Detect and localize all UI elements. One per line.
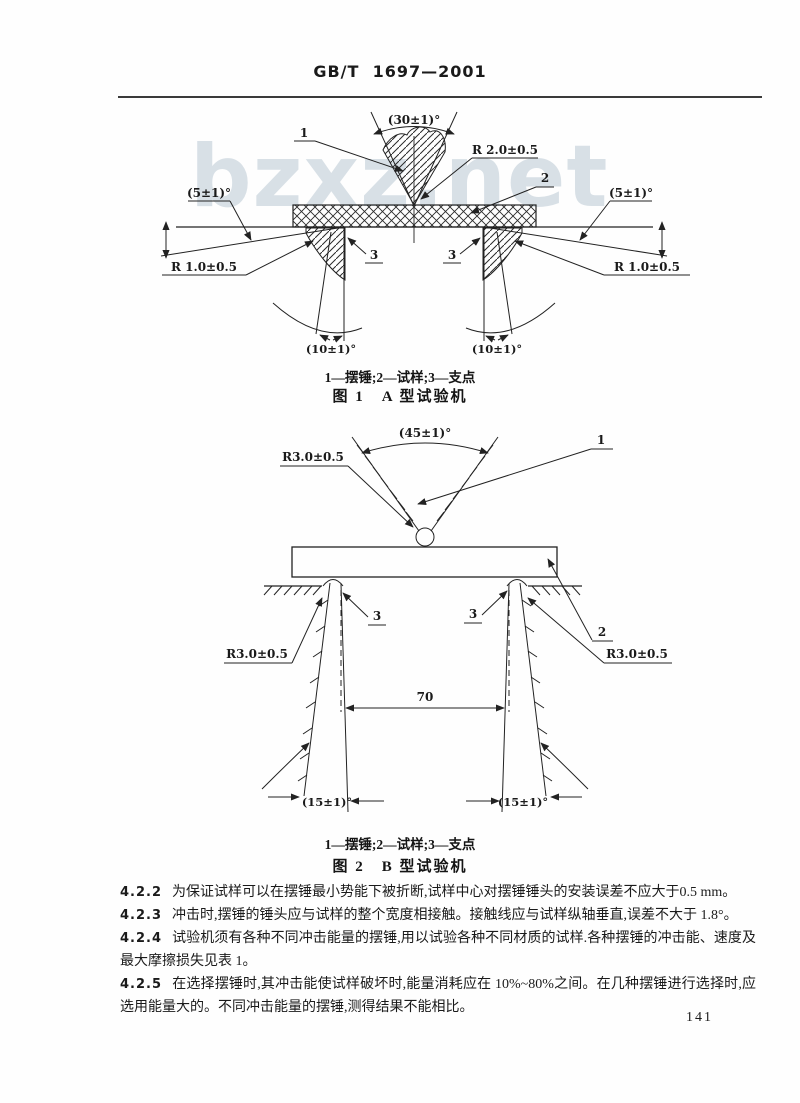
fig1-radius-left-label: R 1.0±0.5: [171, 260, 237, 274]
fig2-angle-arc: [361, 442, 489, 454]
fig1-pendulum-striker: [382, 126, 446, 207]
figure-b-diagram: (45±1)° 1 R3.0±0.5 2 3 3 R3.0±0.5 R3.0±0…: [224, 426, 672, 813]
figure-a-title: 图 1 A 型试验机: [332, 389, 468, 405]
fig2-part3-left-label: 3: [373, 609, 381, 623]
fig1-specimen: [292, 204, 537, 228]
fig1-angle-bottom-left-label: (10±1)°: [306, 342, 356, 356]
figure-a-diagram: (30±1)° 1 R 2.0±0.5 2 (5±1)° (5±1)° R 1.…: [160, 111, 690, 356]
fig2-radius-tip-label: R3.0±0.5: [282, 450, 344, 464]
fig2-part1-label: 1: [597, 433, 605, 447]
fig1-radius-right-label: R 1.0±0.5: [614, 260, 680, 274]
header-rule: [118, 96, 762, 98]
fig2-radius-right-label: R3.0±0.5: [606, 647, 668, 661]
fig1-angle-left-label: (5±1)°: [187, 186, 231, 200]
fig1-part3-left-label: 3: [370, 248, 378, 262]
fig1-angle-right-label: (5±1)°: [609, 186, 653, 200]
clause-list: 4.2.2 为保证试样可以在摆锤最小势能下被折断,试样中心对摆锤锤头的安装误差不应…: [120, 881, 756, 1019]
clause-number: 4.2.3: [120, 908, 163, 923]
fig1-radius-tip-label: R 2.0±0.5: [472, 143, 538, 157]
clause-number: 4.2.4: [120, 931, 163, 946]
clause-text: 冲击时,摆锤的锤头应与试样的整个宽度相接触。接触线应与试样纵轴垂直,误差不大于 …: [172, 908, 738, 923]
clause-number: 4.2.5: [120, 977, 163, 992]
fig1-angle-top-label: (30±1)°: [388, 113, 440, 127]
fig1-swing-arc-right: [465, 302, 556, 334]
figure-b-title: 图 2 B 型试验机: [332, 859, 468, 875]
clause-text: 试验机须有各种不同冲击能量的摆锤,用以试验各种不同材质的试样.各种摆锤的冲击能、…: [120, 931, 756, 969]
fig1-angle-bottom-right-label: (10±1)°: [472, 342, 522, 356]
fig2-support-left: [322, 579, 344, 587]
doc-number: GB/T 1697—2001: [313, 62, 487, 81]
clause-text: 为保证试样可以在摆锤最小势能下被折断,试样中心对摆锤锤头的安装误差不应大于0.5…: [172, 885, 737, 900]
fig1-swing-arc-left: [272, 302, 363, 334]
fig2-part3-right-label: 3: [469, 607, 477, 621]
fig2-pendulum-tip: [415, 527, 435, 547]
fig2-angle-bottom-left-label: (15±1)°: [302, 795, 352, 809]
fig2-specimen: [291, 546, 558, 578]
fig2-angle-bottom-right-label: (15±1)°: [498, 795, 548, 809]
fig2-radius-left-label: R3.0±0.5: [226, 647, 288, 661]
page-number: 141: [686, 1010, 713, 1025]
clause-4-2-3: 4.2.3 冲击时,摆锤的锤头应与试样的整个宽度相接触。接触线应与试样纵轴垂直,误…: [120, 904, 756, 927]
fig1-part2-label: 2: [541, 171, 549, 185]
fig2-part2-label: 2: [598, 625, 606, 639]
fig2-support-right: [506, 579, 528, 587]
fig2-angle-top-label: (45±1)°: [399, 426, 451, 440]
clause-4-2-2: 4.2.2 为保证试样可以在摆锤最小势能下被折断,试样中心对摆锤锤头的安装误差不应…: [120, 881, 756, 904]
fig1-angle-arc: [373, 126, 455, 135]
fig2-span-label: 70: [417, 690, 434, 704]
figure-b-legend: 1—摆锤;2—试样;3—支点: [324, 837, 476, 852]
figure-a-legend: 1—摆锤;2—试样;3—支点: [324, 370, 476, 385]
fig1-part1-label: 1: [300, 126, 308, 140]
fig1-part3-right-label: 3: [448, 248, 456, 262]
clause-number: 4.2.2: [120, 885, 163, 900]
clause-text: 在选择摆锤时,其冲击能使试样破坏时,能量消耗应在 10%~80%之间。在几种摆锤…: [120, 977, 756, 1015]
